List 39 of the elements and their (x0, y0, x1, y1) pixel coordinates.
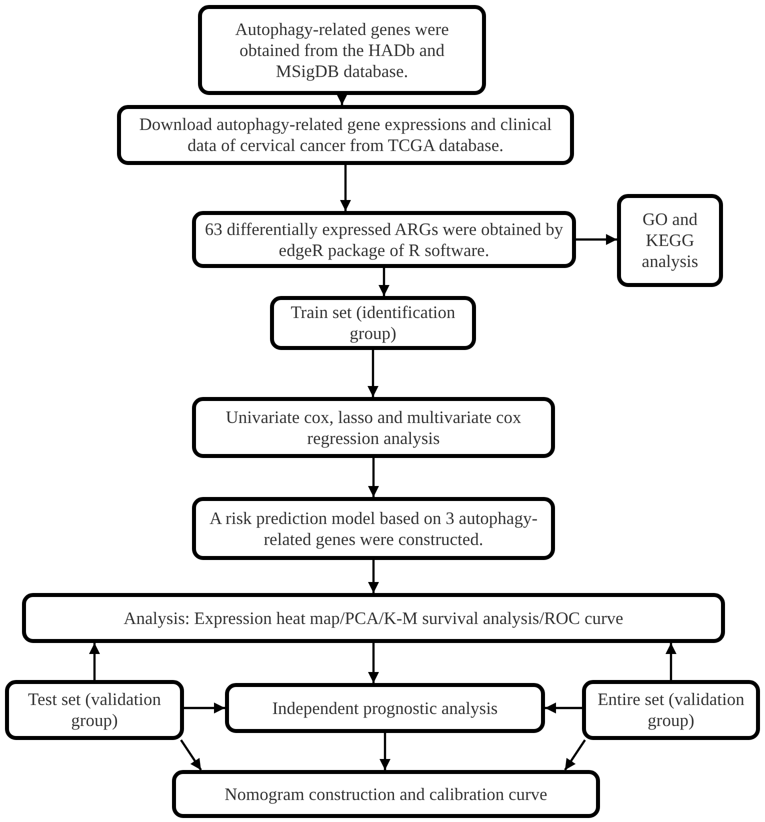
box-text: A risk prediction model based on 3 autophagy-related genes were constructed. (208, 508, 539, 550)
arrow (368, 560, 379, 593)
process-box (192, 497, 555, 560)
process-box (270, 296, 476, 350)
process-box (117, 105, 574, 165)
arrow (180, 739, 202, 771)
box-text: Entire set (validation group) (596, 689, 746, 731)
arrow (380, 733, 390, 770)
arrow (89, 643, 100, 680)
box-text: 63 differentially expressed ARGs were obtained by edgeR package of R software. (204, 218, 564, 260)
process-box (617, 194, 723, 287)
process-box (172, 770, 600, 818)
box-text: Train set (identification group) (290, 302, 456, 344)
box-text: Nomogram construction and calibration curve (224, 784, 548, 804)
box-text: Test set (validation group) (27, 689, 162, 731)
process-box (5, 680, 184, 740)
box-text: Independent prognostic analysis (272, 698, 498, 718)
arrow (378, 268, 390, 296)
process-box (582, 680, 760, 740)
arrow (666, 643, 676, 680)
box-text: Univariate cox, lasso and multivariate cox regression analysis (224, 406, 522, 448)
arrow (184, 702, 225, 714)
arrow (368, 643, 379, 683)
arrow (336, 94, 348, 105)
box-text: Analysis: Expression heat map/PCA/K-M survival analysis/ROC curve (124, 608, 624, 628)
box-text: Download autophagy-related gene expressions and clinical data of cervical cancer from TCGA database. (138, 114, 553, 156)
arrow (576, 234, 617, 245)
arrow (368, 350, 378, 397)
process-box (192, 211, 576, 268)
arrow (545, 702, 582, 714)
box-text: Autophagy-related genes were obtained from the HADb and MSigDB database. (234, 18, 450, 82)
process-box (192, 397, 555, 458)
arrow (564, 739, 586, 771)
process-box (225, 683, 545, 733)
process-box (198, 5, 486, 95)
arrow (368, 458, 379, 497)
box-text: GO and KEGG analysis (640, 209, 700, 272)
process-box (22, 593, 725, 643)
arrow (340, 165, 351, 211)
